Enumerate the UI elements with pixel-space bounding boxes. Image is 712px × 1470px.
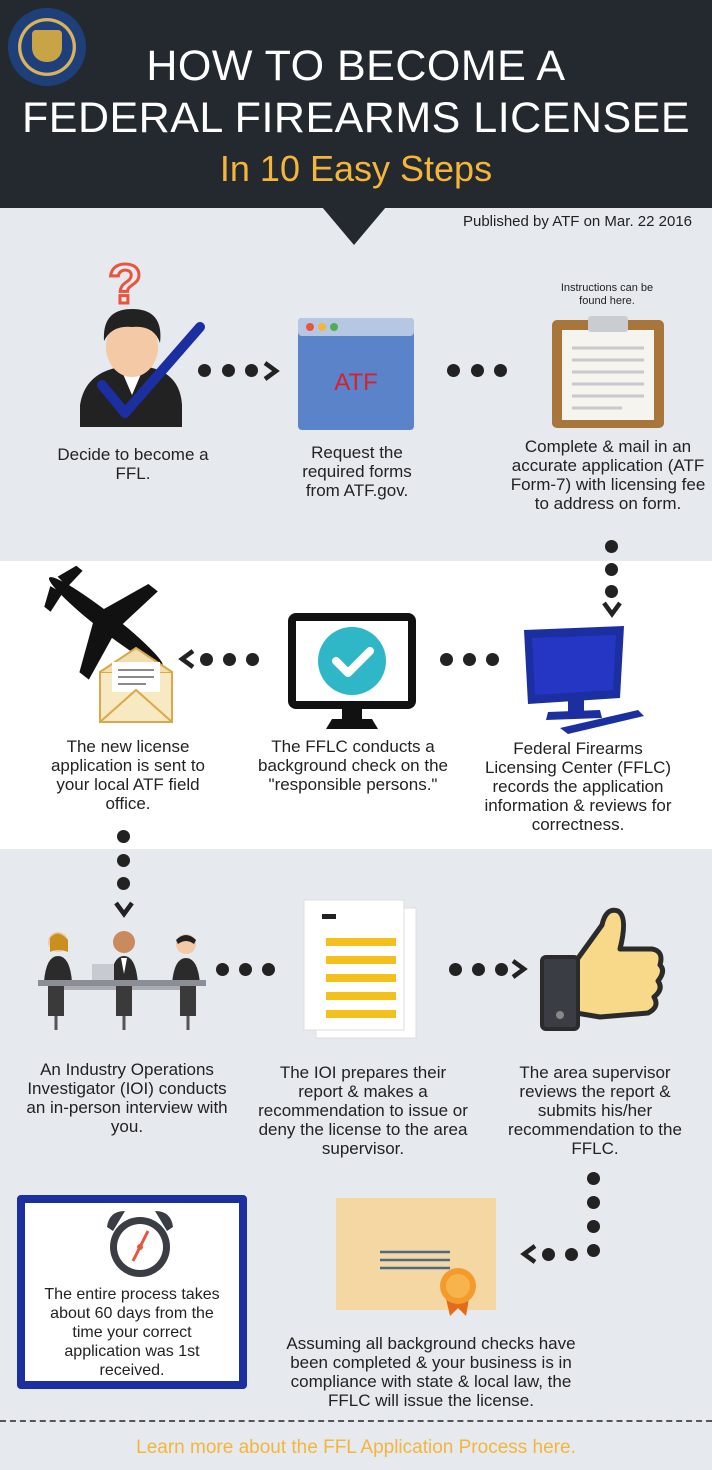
browser-text: ATF — [334, 369, 378, 396]
interview-meeting-icon — [38, 931, 206, 1030]
step-3-caption: Complete & mail in an accurate applicati… — [510, 437, 706, 513]
arrow-right-icon — [511, 959, 528, 979]
page-title: HOW TO BECOME A FEDERAL FIREARMS LICENSE… — [0, 40, 712, 144]
connector-dot — [542, 1248, 555, 1261]
step-1-caption: Decide to become a FFL. — [57, 445, 209, 483]
connector-dot — [117, 877, 130, 890]
connector-dot — [239, 963, 252, 976]
step-6-caption: The new license application is sent to y… — [50, 737, 206, 813]
connector-dot — [117, 854, 130, 867]
arrow-right-icon — [263, 361, 280, 381]
arrow-left-icon — [520, 1244, 537, 1264]
footer-divider — [0, 1420, 712, 1422]
connector-dot — [222, 364, 235, 377]
header: HOW TO BECOME A FEDERAL FIREARMS LICENSE… — [0, 0, 712, 208]
arrow-down-icon — [114, 901, 134, 918]
step-2-caption: Request the required forms from ATF.gov. — [302, 443, 412, 500]
arrow-left-icon — [178, 649, 195, 669]
step-9-caption: The area supervisor reviews the report &… — [508, 1063, 682, 1158]
connector-dot — [449, 963, 462, 976]
connector-dot — [486, 653, 499, 666]
title-line-1: HOW TO BECOME A — [146, 42, 566, 90]
step-7-caption: An Industry Operations Investigator (IOI… — [26, 1060, 228, 1136]
connector-dot — [605, 585, 618, 598]
person-question-icon: ? — [80, 255, 205, 427]
connector-dot — [463, 653, 476, 666]
connector-dot — [565, 1248, 578, 1261]
connector-dot — [495, 963, 508, 976]
connector-dot — [117, 830, 130, 843]
connector-dot — [246, 653, 259, 666]
connector-dot — [587, 1220, 600, 1233]
connector-dot — [472, 963, 485, 976]
computer-monitor-icon — [524, 626, 644, 734]
step-5-caption: The FFLC conducts a background check on … — [258, 737, 448, 794]
connector-dot — [605, 540, 618, 553]
connector-dot — [245, 364, 258, 377]
connector-dot — [587, 1172, 600, 1185]
process-duration-box: The entire process takes about 60 days f… — [17, 1195, 247, 1389]
connector-dot — [587, 1196, 600, 1209]
connector-dot — [587, 1244, 600, 1257]
report-document-icon — [303, 899, 417, 1039]
browser-window-icon: ATF — [298, 318, 414, 430]
connector-dot — [216, 963, 229, 976]
connector-dot — [198, 364, 211, 377]
alarm-clock-icon — [107, 1211, 173, 1277]
process-duration-text: The entire process takes about 60 days f… — [44, 1286, 220, 1379]
title-line-2: FEDERAL FIREARMS LICENSEE — [22, 94, 690, 142]
page-subtitle: In 10 Easy Steps — [219, 148, 493, 189]
step-10-caption: Assuming all background checks have been… — [286, 1334, 576, 1410]
learn-more-link[interactable]: Learn more about the FFL Application Pro… — [136, 1437, 576, 1458]
arrow-down-icon — [602, 601, 622, 618]
connector-dot — [440, 653, 453, 666]
connector-dot — [494, 364, 507, 377]
step-8-caption: The IOI prepares their report & makes a … — [258, 1063, 468, 1158]
instructions-link[interactable]: Instructions can be found here. — [560, 282, 654, 307]
connector-dot — [471, 364, 484, 377]
license-certificate-icon — [336, 1198, 496, 1316]
published-date: Published by ATF on Mar. 22 2016 — [462, 213, 692, 230]
connector-dot — [200, 653, 213, 666]
thumbs-up-icon — [540, 907, 666, 1031]
connector-dot — [447, 364, 460, 377]
connector-dot — [262, 963, 275, 976]
svg-text:?: ? — [108, 255, 142, 315]
airplane-envelope-icon — [44, 565, 173, 723]
connector-dot — [223, 653, 236, 666]
step-4-caption: Federal Firearms Licensing Center (FFLC)… — [484, 739, 672, 834]
atf-seal-logo — [8, 8, 86, 86]
clipboard-icon — [552, 316, 664, 428]
connector-dot — [605, 563, 618, 576]
header-notch — [322, 207, 386, 245]
monitor-checkmark-icon — [288, 613, 416, 729]
